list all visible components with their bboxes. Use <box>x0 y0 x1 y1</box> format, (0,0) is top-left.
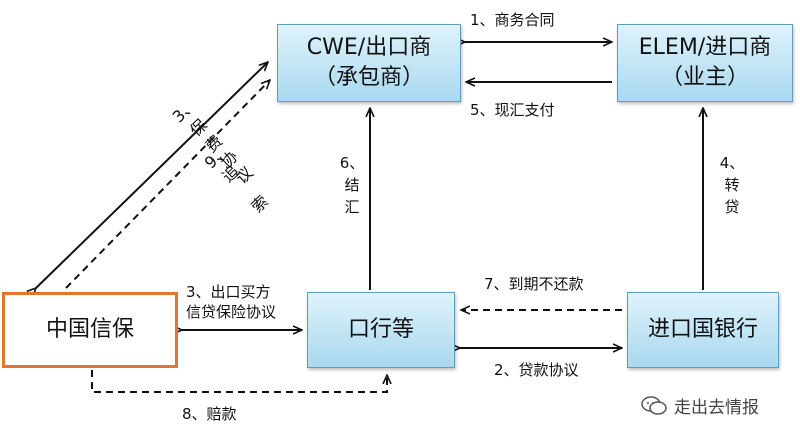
watermark-text: 走出去情报 <box>674 398 759 418</box>
elem-subtitle: （业主） <box>660 65 749 90</box>
label-settlement-char1: 结 <box>344 176 360 194</box>
label-cash-payment: 5、现汇支付 <box>470 101 555 119</box>
bank-box: 口行等 <box>307 292 455 368</box>
elem-title: ELEM/进口商 <box>638 35 772 60</box>
label-relending-num: 4、 <box>719 154 745 172</box>
label-compensation: 8、赔款 <box>182 405 237 423</box>
label-relending: 4、 转 贷 <box>716 152 748 218</box>
label-commercial-contract: 1、商务合同 <box>470 11 555 29</box>
label-relending-char1: 转 <box>724 176 740 194</box>
arrow-compensation <box>91 370 387 393</box>
label-settlement-num: 6、 <box>339 154 365 172</box>
arrow-premium-agreement <box>36 62 268 288</box>
label-loan-agreement: 2、贷款协议 <box>494 361 579 379</box>
watermark: 走出去情报 <box>640 393 759 418</box>
cwe-title: CWE/出口商 <box>306 35 432 60</box>
sinosure-label: 中国信保 <box>45 317 134 342</box>
label-relending-char2: 贷 <box>724 198 740 216</box>
label-settlement-char2: 汇 <box>344 198 360 216</box>
label-insurance-line1: 3、出口买方 <box>186 283 271 301</box>
sinosure-box: 中国信保 <box>2 292 178 368</box>
wechat-icon <box>641 395 667 415</box>
importer-bank-label: 进口国银行 <box>647 317 758 342</box>
bank-label: 口行等 <box>347 317 414 342</box>
elem-importer-box: ELEM/进口商 （业主） <box>617 24 793 102</box>
cwe-exporter-box: CWE/出口商 （承包商） <box>277 24 461 102</box>
label-settlement: 6、 结 汇 <box>336 152 368 218</box>
label-insurance-line2: 信贷保险协议 <box>186 303 277 321</box>
label-default: 7、到期不还款 <box>484 275 584 293</box>
arrow-recourse <box>65 80 270 289</box>
importer-bank-box: 进口国银行 <box>627 292 779 368</box>
cwe-subtitle: （承包商） <box>313 65 424 90</box>
